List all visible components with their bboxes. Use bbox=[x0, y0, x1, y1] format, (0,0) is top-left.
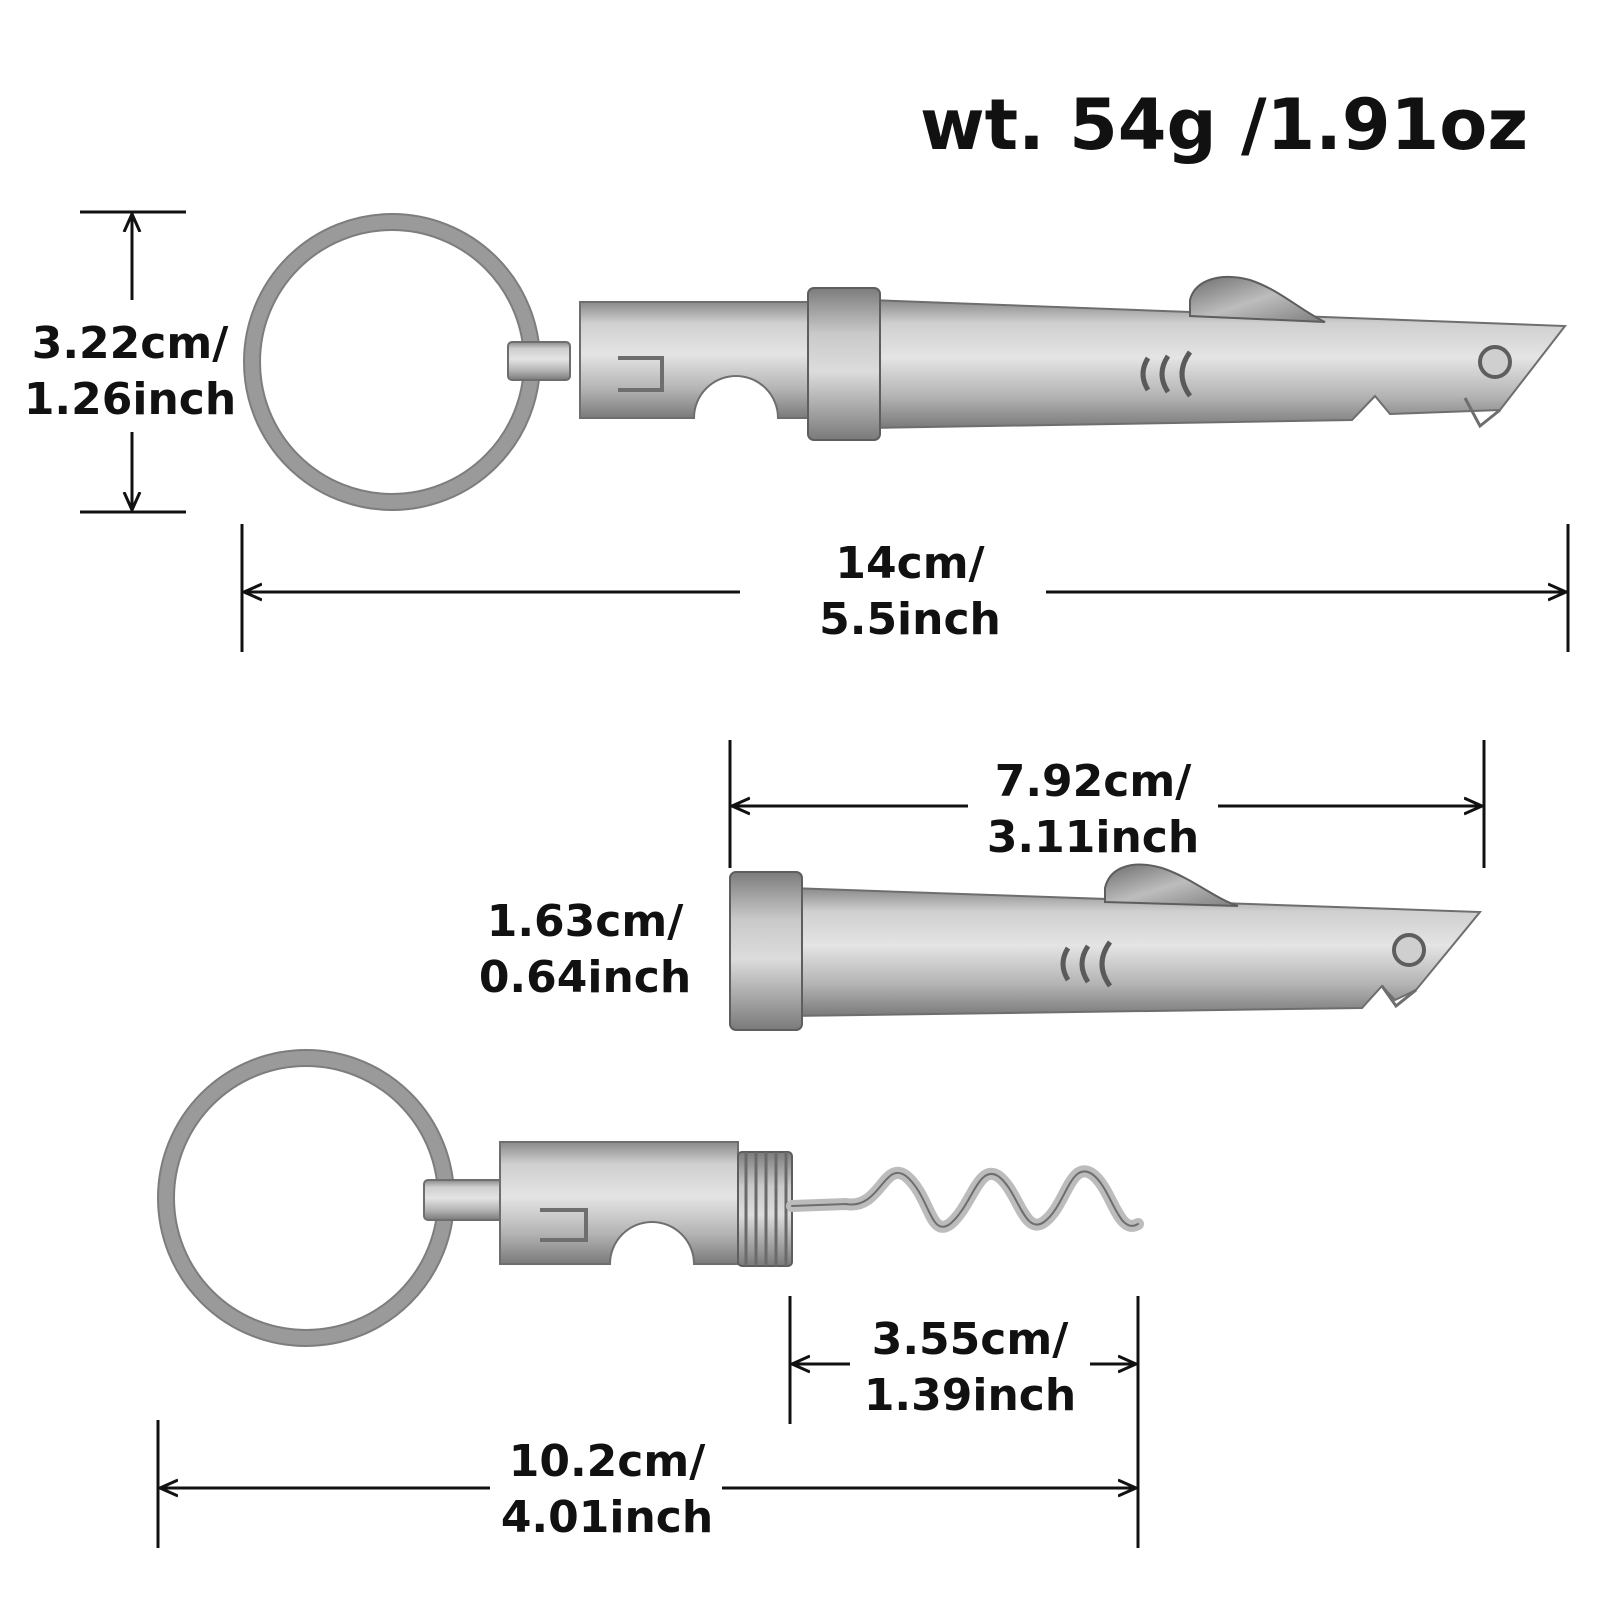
ring-link-top bbox=[507, 341, 571, 381]
cap-opener-head-bottom bbox=[499, 1141, 739, 1265]
ring-link-bottom bbox=[423, 1179, 505, 1221]
opener-length-imperial: 3.11inch bbox=[986, 812, 1200, 863]
corkscrew-length-label: 3.55cm/ 1.39inch bbox=[850, 1318, 1090, 1430]
opener-length-metric: 7.92cm/ bbox=[994, 756, 1192, 807]
corkscrew-illustration bbox=[157, 1049, 1144, 1347]
keyring-tool-length-dimension bbox=[156, 1420, 1136, 1548]
key-ring-top bbox=[244, 214, 540, 510]
keyring-tool-length-imperial: 4.01inch bbox=[500, 1492, 714, 1543]
fin-middle bbox=[1104, 863, 1239, 907]
fin-top bbox=[1189, 275, 1326, 323]
tool-body-top bbox=[869, 298, 1567, 430]
corkscrew-length-metric: 3.55cm/ bbox=[871, 1314, 1069, 1365]
opener-diameter-metric: 1.63cm/ bbox=[486, 896, 684, 947]
key-ring-bottom bbox=[158, 1050, 454, 1346]
full-tool-illustration bbox=[243, 213, 1567, 511]
opener-diameter-imperial: 0.64inch bbox=[478, 952, 692, 1003]
full-length-label: 14cm/ 5.5inch bbox=[760, 542, 1060, 654]
weight-label: wt. 54g /1.91oz bbox=[920, 84, 1529, 166]
keyring-tool-length-metric: 10.2cm/ bbox=[508, 1436, 706, 1487]
full-length-imperial: 5.5inch bbox=[819, 594, 1001, 645]
full-height-metric: 3.22cm/ bbox=[31, 318, 229, 369]
corkscrew-worm bbox=[786, 1165, 1144, 1233]
opener-illustration bbox=[729, 863, 1483, 1031]
full-length-metric: 14cm/ bbox=[835, 538, 985, 589]
corkscrew-length-dimension bbox=[788, 1296, 1140, 1548]
opener-length-dimension bbox=[728, 740, 1486, 868]
opener-cap bbox=[729, 871, 803, 1031]
corkscrew-length-imperial: 1.39inch bbox=[863, 1370, 1077, 1421]
full-height-label: 3.22cm/ 1.26inch bbox=[20, 322, 240, 434]
opener-length-label: 7.92cm/ 3.11inch bbox=[968, 760, 1218, 872]
height-dimension bbox=[80, 210, 186, 514]
collar-top bbox=[807, 287, 881, 441]
cap-opener-head-top bbox=[579, 301, 809, 419]
full-height-imperial: 1.26inch bbox=[23, 374, 237, 425]
keyring-tool-length-label: 10.2cm/ 4.01inch bbox=[492, 1440, 722, 1552]
length-dimension bbox=[240, 524, 1570, 652]
opener-diameter-label: 1.63cm/ 0.64inch bbox=[470, 900, 700, 1012]
opener-body bbox=[789, 886, 1483, 1018]
